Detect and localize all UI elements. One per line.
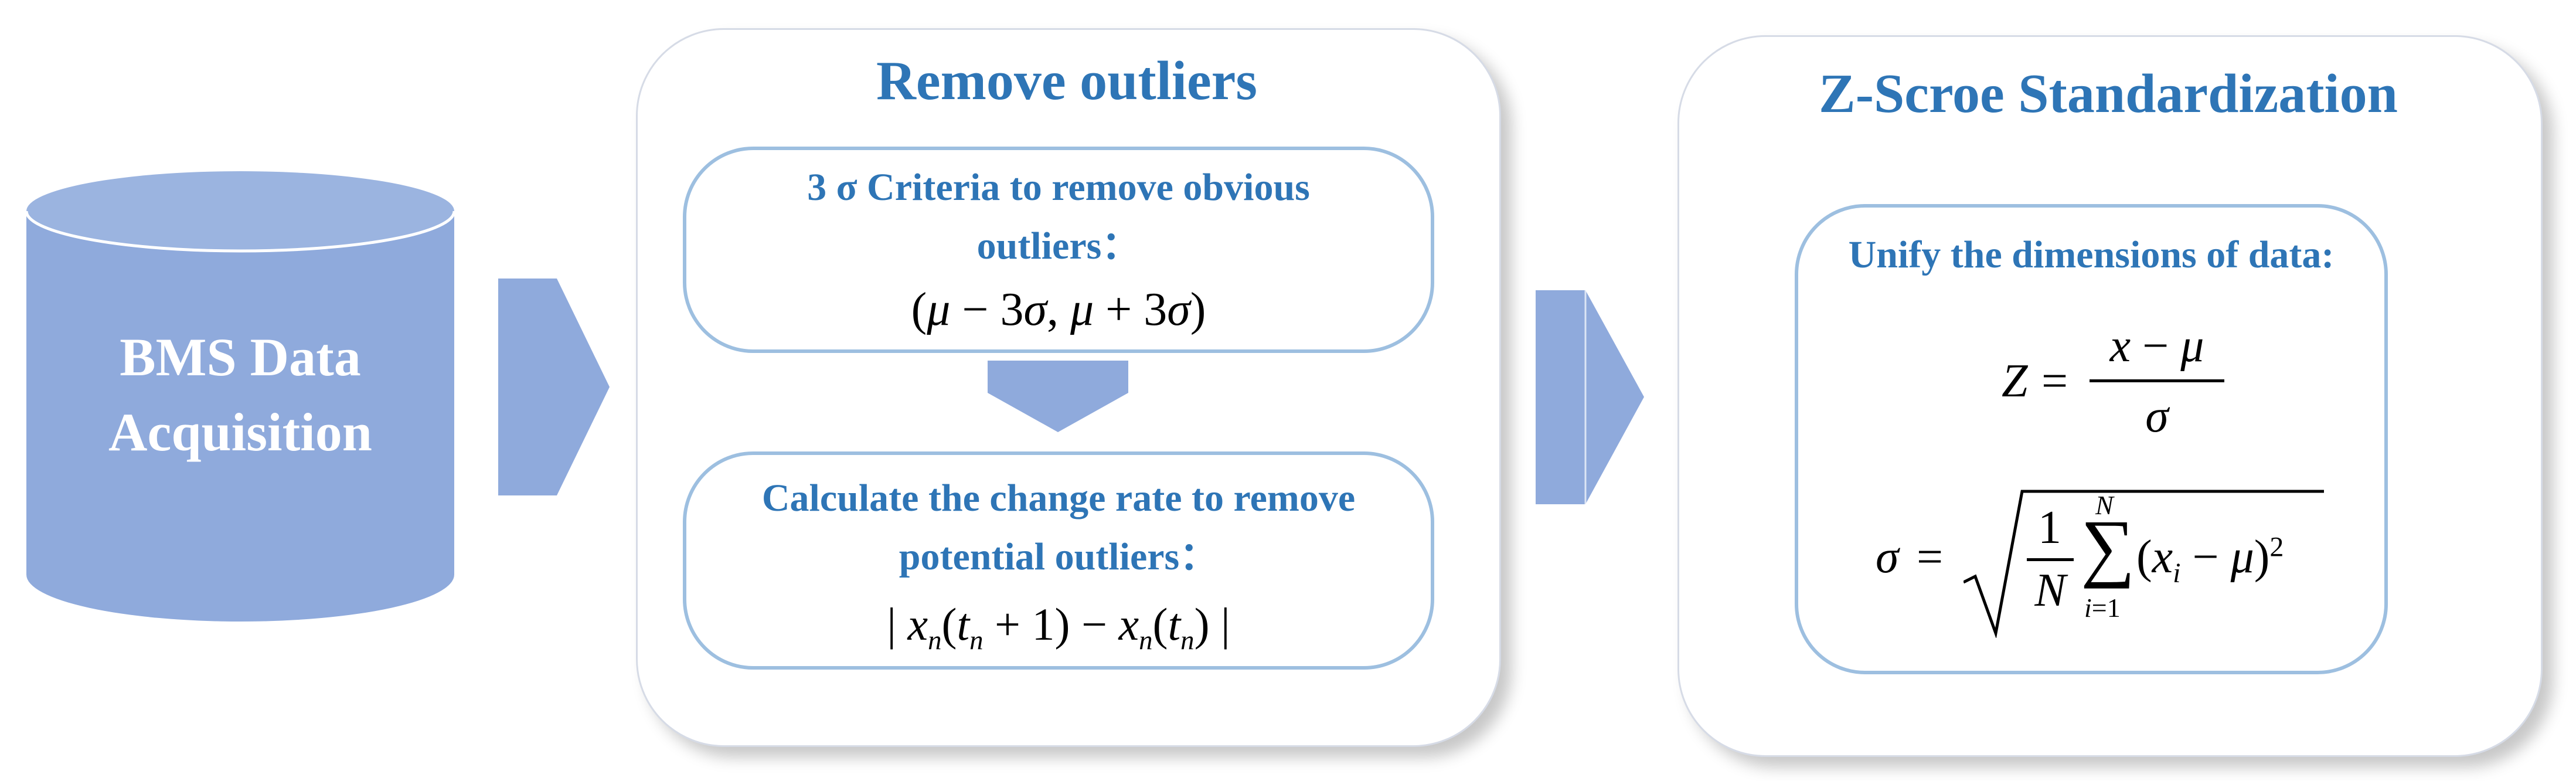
down-arrow-icon (988, 361, 1128, 432)
source-title-line2: Acquisition (108, 402, 372, 462)
remove-outliers-title: Remove outliers (876, 50, 1257, 111)
criteria-formula: (μ − 3σ, μ + 3σ) (911, 284, 1206, 335)
source-title-line1: BMS Data (120, 327, 361, 387)
criteria-text: 3 σ Criteria to remove obvious outliers： (683, 158, 1434, 276)
criteria-line2: outliers： (976, 225, 1141, 267)
z-score-formula: Z = x − μ σ (2002, 314, 2248, 454)
square-root-icon (1964, 490, 2324, 638)
source-title: BMS Data Acquisition (23, 320, 457, 470)
dimensions-label: Unify the dimensions of data: (1848, 233, 2335, 276)
change-rate-text: Calculate the change rate to remove pote… (683, 469, 1434, 586)
change-rate-line1: Calculate the change rate to remove (761, 477, 1356, 519)
database-cylinder-icon (25, 171, 456, 622)
flow-arrow-1-icon (498, 279, 610, 495)
dimensions-box (1795, 204, 2388, 674)
standardization-title: Z-Scroe Standardization (1819, 63, 2398, 124)
sigma-formula: σ = 1 N N ∑ i=1 (xi − μ)2 (1876, 475, 2333, 639)
criteria-box (683, 147, 1434, 353)
change-rate-box (683, 451, 1434, 670)
change-rate-line2: potential outliers： (899, 535, 1219, 578)
flow-arrow-2-icon (1536, 290, 1644, 504)
change-rate-formula: | xn(tn + 1) − xn(tn) | (887, 599, 1230, 656)
criteria-line1: 3 σ Criteria to remove obvious (807, 166, 1310, 209)
